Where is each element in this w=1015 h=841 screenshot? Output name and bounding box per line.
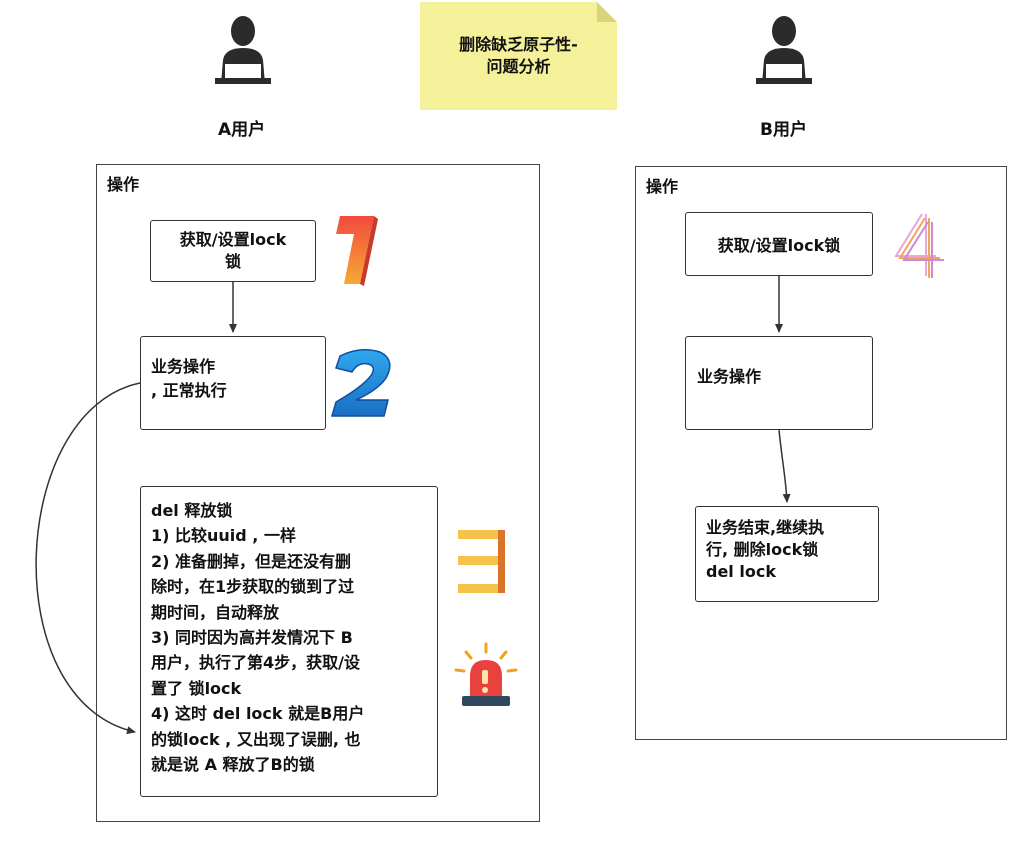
arrow-a2-a3 (35, 382, 141, 735)
number-4-icon (894, 213, 944, 278)
a-step3-line: 1) 比较uuid , 一样 (151, 526, 296, 546)
title-line-2: 问题分析 (486, 57, 551, 76)
a-step3-line: 就是说 A 释放了B的锁 (151, 755, 315, 775)
panel-a-title: 操作 (107, 175, 140, 194)
alarm-icon (454, 642, 518, 706)
a-step3-line: 用户，执行了第4步，获取/设 (151, 653, 360, 673)
b-step1-box: 获取/设置lock锁 (685, 212, 873, 276)
a-step2-line2: , 正常执行 (151, 381, 227, 400)
a-step2-box: 业务操作 , 正常执行 (140, 336, 326, 430)
panel-b-title: 操作 (646, 177, 679, 196)
note-fold-corner (597, 2, 617, 22)
b-step2-label: 业务操作 (697, 367, 762, 386)
arrow-b2-b3 (778, 429, 791, 503)
b-step1-label: 获取/设置lock锁 (717, 236, 841, 255)
b-step3-line2: 行, 删除lock锁 (706, 540, 819, 559)
a-step1-line1: 获取/设置lock (179, 230, 287, 249)
a-step3-line: 置了 锁lock (151, 678, 242, 698)
number-2-icon (331, 349, 391, 417)
user-a-label: A用户 (218, 120, 266, 140)
b-step3-line3: del lock (706, 562, 776, 581)
title-line-1: 删除缺乏原子性- (459, 35, 578, 54)
user-icon (215, 16, 271, 84)
a-step3-line: 2) 准备删掉，但是还没有删 (151, 551, 352, 571)
b-step2-box: 业务操作 (685, 336, 873, 430)
b-step3-line1: 业务结束,继续执 (706, 518, 825, 537)
a-step3-line: 除时，在1步获取的锁到了过 (151, 577, 355, 597)
a-step3-box: del 释放锁 1) 比较uuid , 一样 2) 准备删掉，但是还没有删 除时… (140, 486, 438, 797)
title-note: 删除缺乏原子性- 问题分析 (420, 2, 617, 110)
number-1-icon (336, 216, 378, 286)
a-step3-line: 4) 这时 del lock 就是B用户 (151, 704, 365, 724)
b-step3-box: 业务结束,继续执 行, 删除lock锁 del lock (695, 506, 879, 602)
a-step1-line2: 锁 (224, 252, 241, 271)
user-b-label: B用户 (760, 120, 807, 140)
a-step3-line: 3) 同时因为高并发情况下 B (151, 628, 353, 648)
a-step1-box: 获取/设置lock 锁 (150, 220, 316, 282)
a-step3-line: del 释放锁 (151, 501, 233, 520)
a-step3-line: 的锁lock , 又出现了误删, 也 (151, 729, 361, 749)
a-step3-line: 期时间，自动释放 (151, 602, 280, 622)
a-step2-line1: 业务操作 (151, 357, 216, 376)
number-3-icon (458, 530, 505, 593)
user-icon (756, 16, 812, 84)
